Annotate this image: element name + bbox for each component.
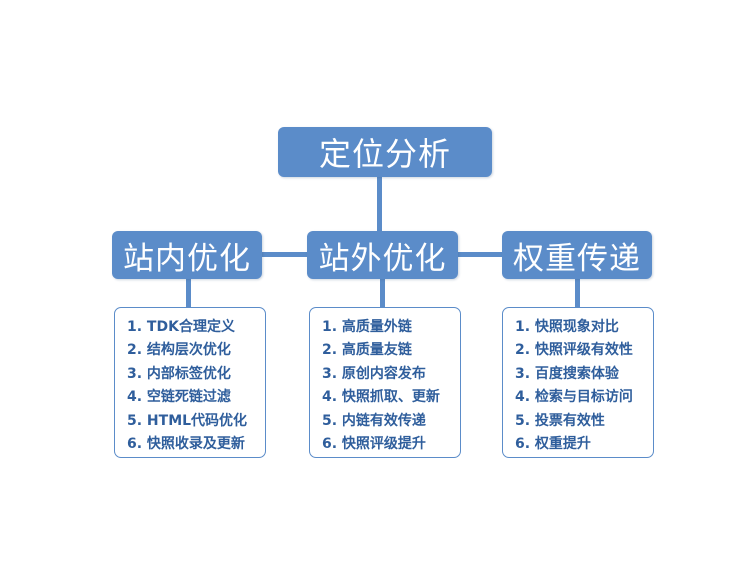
list-item: 3. 百度搜索体验 [515, 365, 619, 382]
list-item: 4. 检索与目标访问 [515, 389, 633, 406]
list-item: 3. 内部标签优化 [127, 365, 231, 382]
root-to-middle-connector [377, 177, 382, 231]
list-item: 2. 快照评级有效性 [515, 342, 633, 359]
category-label: 权重传递 [513, 240, 641, 277]
list-item: 1. 高质量外链 [322, 319, 412, 335]
weight-item-list: 1. 快照现象对比 2. 快照评级有效性 3. 百度搜索体验 4. 检索与目标访… [502, 307, 654, 458]
list-item: 5. 投票有效性 [515, 412, 605, 429]
onsite-item-list: 1. TDK合理定义 2. 结构层次优化 3. 内部标签优化 4. 空链死链过滤… [114, 307, 266, 458]
left-to-middle-connector [262, 252, 307, 257]
category-node-offsite: 站外优化 [307, 231, 458, 279]
list-item: 2. 高质量友链 [322, 342, 412, 359]
list-item: 2. 结构层次优化 [127, 342, 231, 359]
list-item: 5. HTML代码优化 [127, 412, 248, 429]
list-item: 6. 快照评级提升 [322, 435, 426, 452]
category-node-weight: 权重传递 [502, 231, 652, 279]
onsite-to-list-connector [186, 279, 191, 307]
list-item: 4. 空链死链过滤 [127, 389, 231, 406]
list-item: 6. 权重提升 [515, 435, 591, 452]
list-item: 5. 内链有效传递 [322, 412, 426, 429]
weight-to-list-connector [575, 279, 580, 307]
category-label: 站外优化 [318, 240, 447, 277]
list-item: 1. TDK合理定义 [127, 319, 235, 335]
middle-to-right-connector [458, 252, 502, 257]
offsite-to-list-connector [380, 279, 385, 307]
list-item: 3. 原创内容发布 [322, 365, 426, 382]
root-node-label: 定位分析 [318, 135, 451, 173]
list-item: 4. 快照抓取、更新 [322, 389, 440, 406]
list-item: 1. 快照现象对比 [515, 319, 619, 335]
list-item: 6. 快照收录及更新 [127, 435, 245, 452]
category-node-onsite: 站内优化 [112, 231, 262, 279]
offsite-item-list: 1. 高质量外链 2. 高质量友链 3. 原创内容发布 4. 快照抓取、更新 5… [309, 307, 461, 458]
root-node: 定位分析 [278, 127, 492, 177]
category-label: 站内优化 [123, 240, 251, 277]
